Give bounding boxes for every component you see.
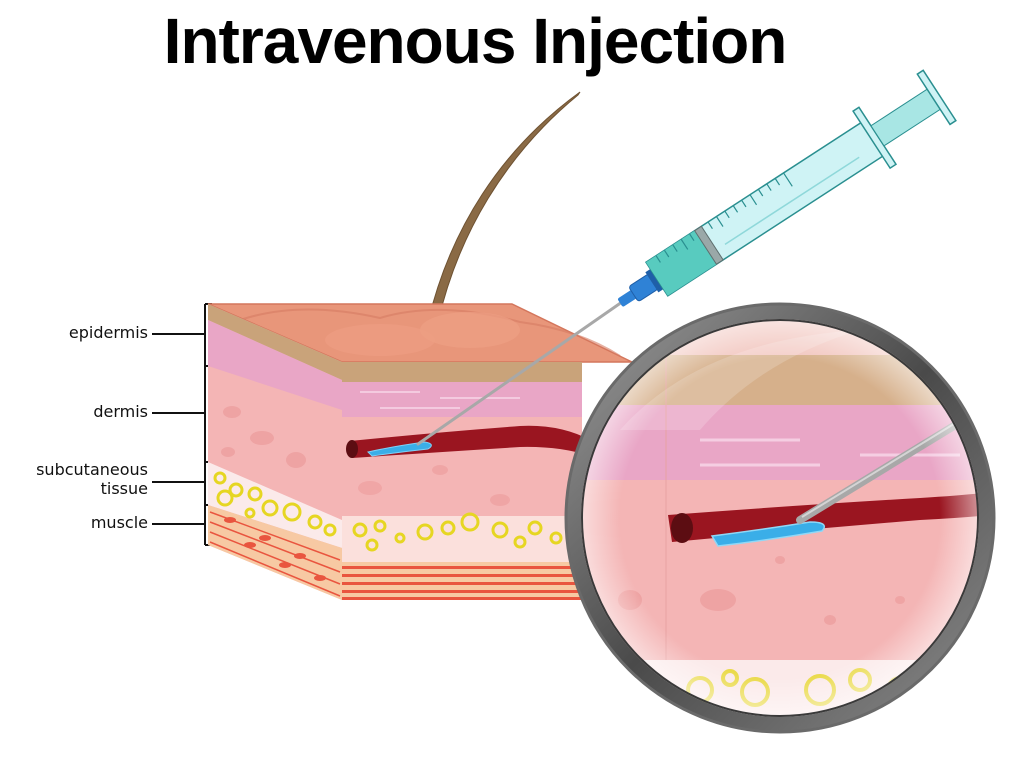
syringe-icon <box>618 69 957 307</box>
magnifier-icon <box>564 302 996 734</box>
label-subcutaneous-line2: tissue <box>100 479 148 498</box>
label-dermis: dermis <box>93 402 148 421</box>
needle <box>416 300 624 446</box>
label-muscle: muscle <box>90 513 148 532</box>
page-title: Intravenous Injection <box>163 5 788 77</box>
skin-block <box>207 303 633 600</box>
label-epidermis: epidermis <box>68 323 148 342</box>
muscle-stripes <box>342 562 582 600</box>
label-subcutaneous-line1: subcutaneous <box>36 460 148 479</box>
label-brackets <box>152 303 212 546</box>
hair-icon <box>427 91 581 323</box>
